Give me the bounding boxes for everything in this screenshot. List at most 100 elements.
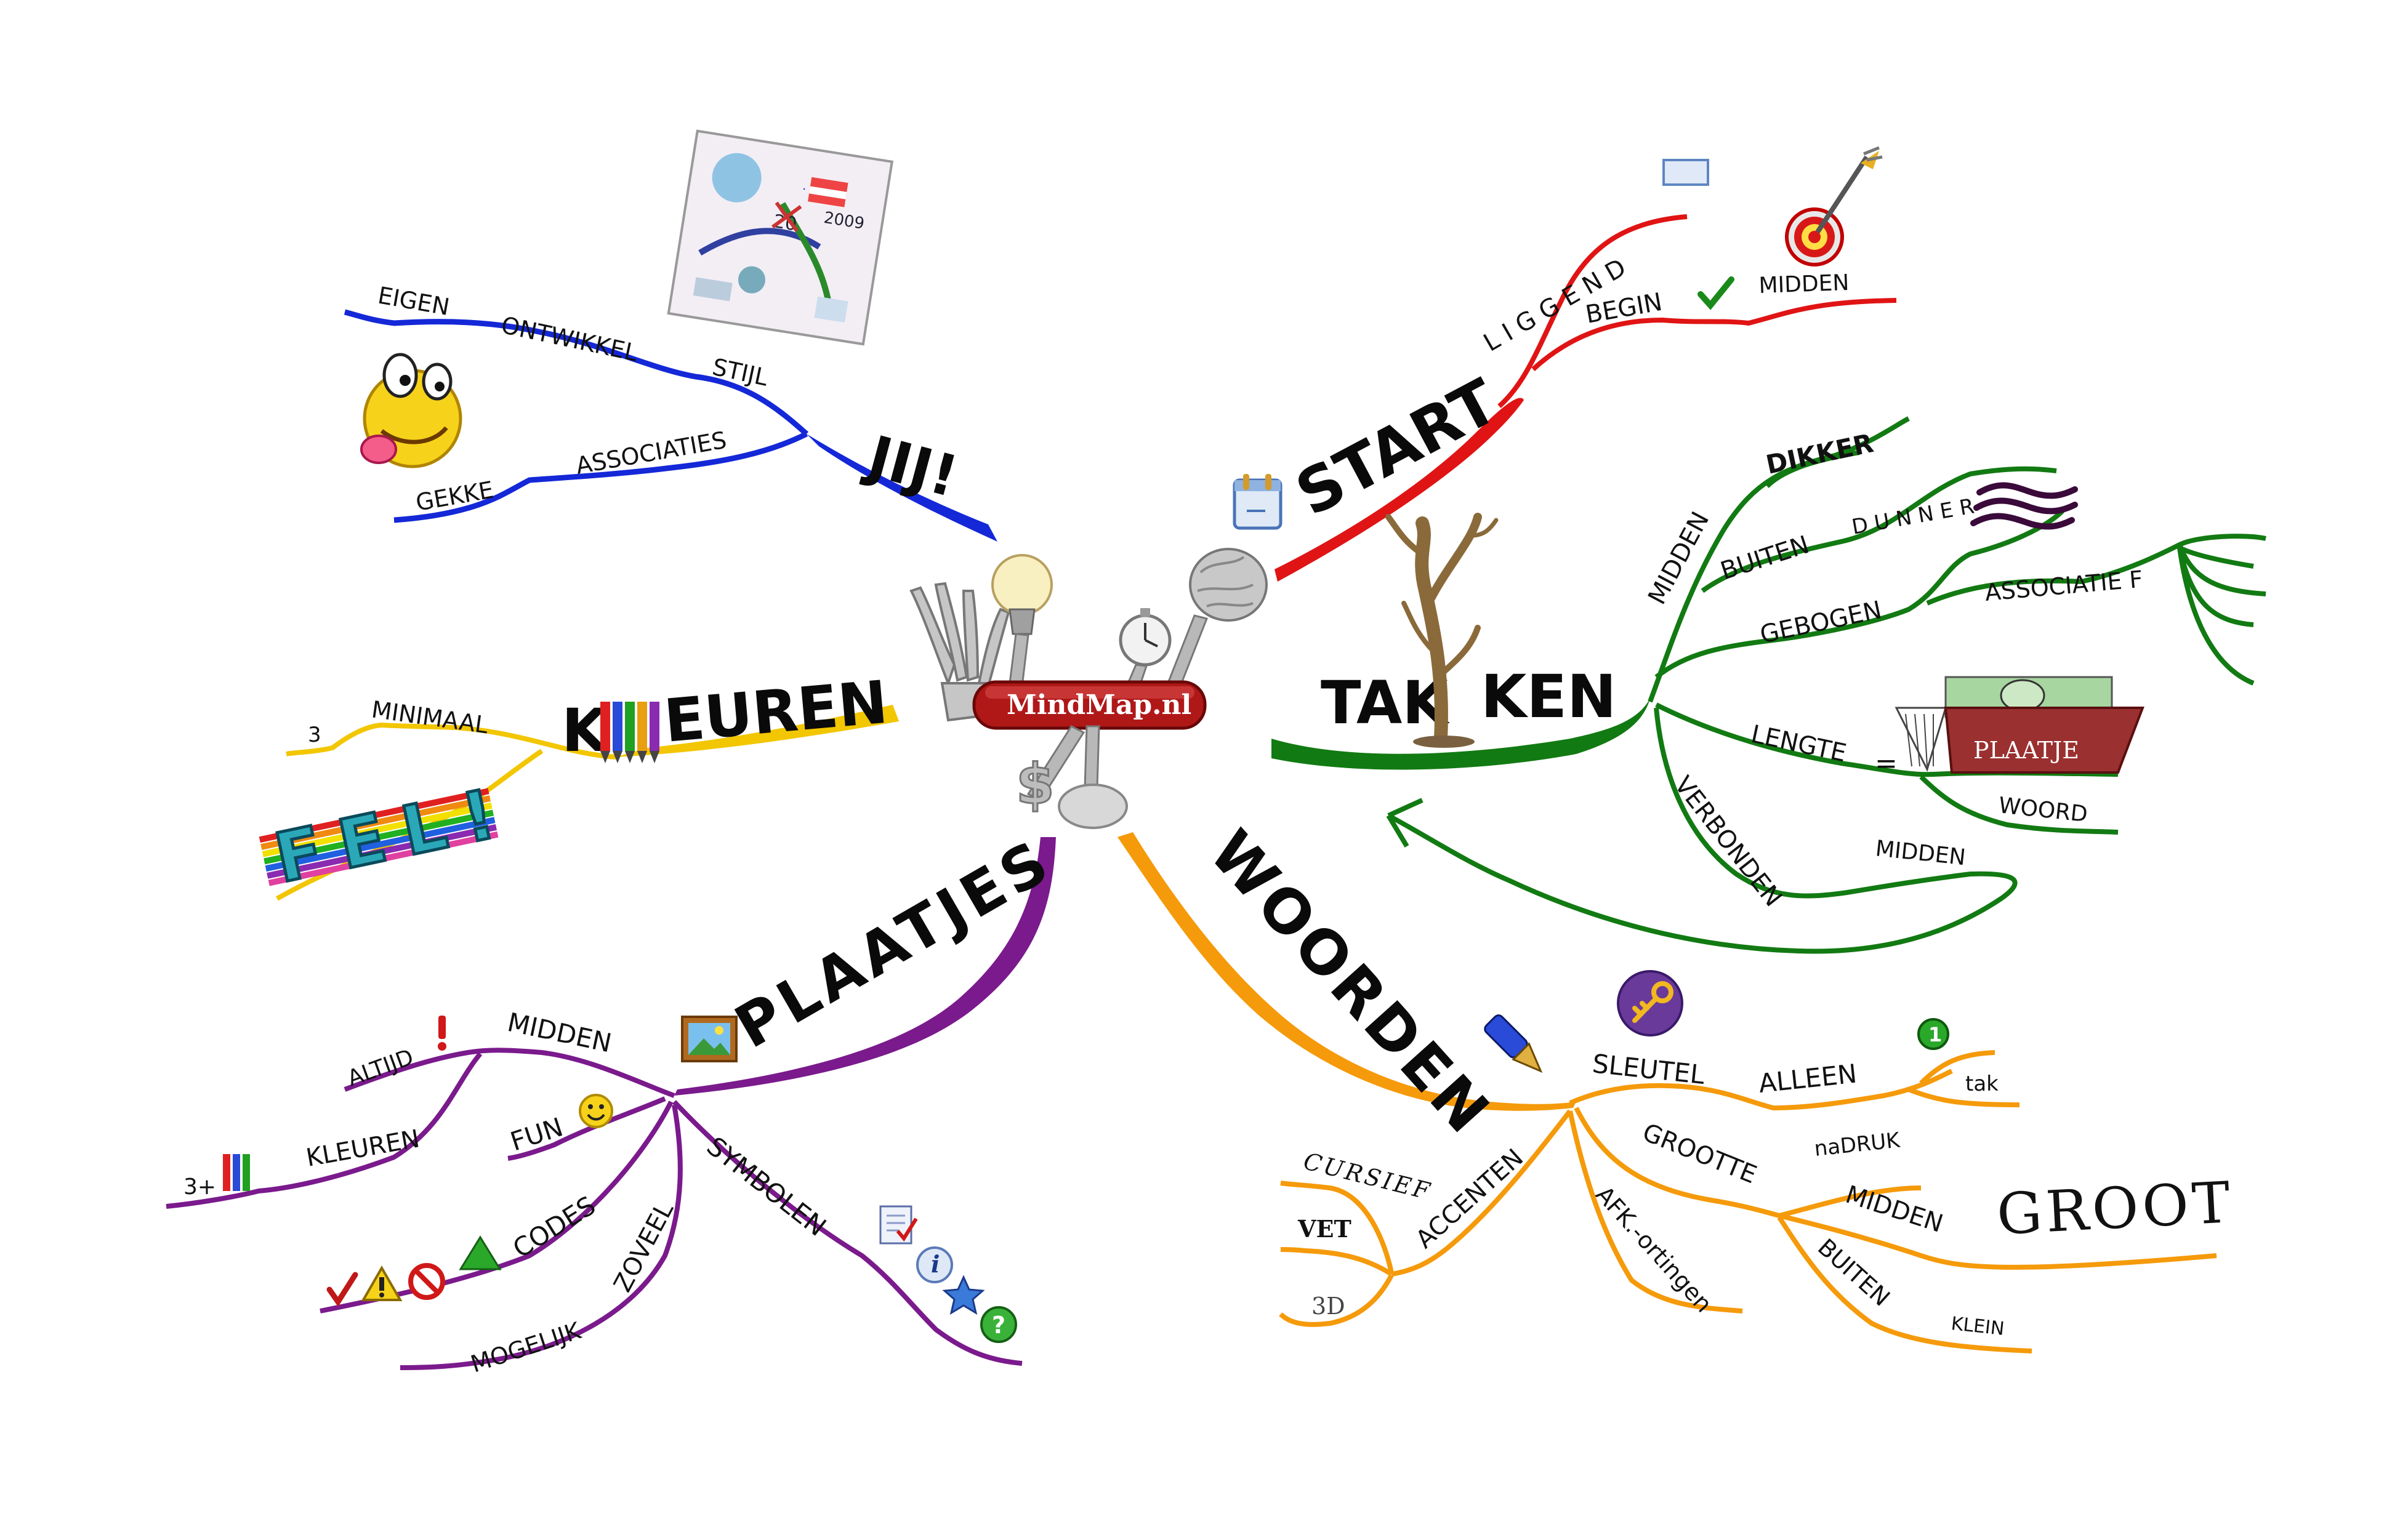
takken-equals: = (1875, 748, 1898, 779)
woorden-sleutel-line (1569, 1069, 1953, 1111)
crayons-icon (600, 702, 659, 763)
start-main-branch (1274, 398, 1524, 582)
branch-jij: EIGEN ONTWIKKEL STIJL ASSOCIATIES GEKKE … (344, 129, 997, 542)
woorden-midden-line (1779, 1213, 2217, 1270)
svg-text:i: i (931, 1250, 940, 1278)
takken-assoc-fork4 (2178, 545, 2254, 569)
takken-gebogen: GEBOGEN (1758, 596, 1885, 649)
woorden-accenten-line (1391, 1109, 1572, 1277)
plaatjes-crayons-icon (223, 1154, 250, 1191)
woorden-afk-line (1568, 1110, 1743, 1313)
woorden-threed: 3D (1311, 1293, 1345, 1320)
takken-dikker-line (1765, 450, 1860, 488)
takken-main-branch (1271, 699, 1650, 770)
jij-title: JIJ! (858, 422, 965, 510)
plaatjes-symbolen: SYMBOLEN (701, 1131, 832, 1242)
kleuren-minimaal-line (286, 722, 616, 760)
woorden-klein: KLEIN (1950, 1313, 2005, 1340)
jij-eigen: EIGEN (376, 282, 451, 321)
dart-target-icon (1785, 146, 1883, 267)
woorden-vet: VET (1297, 1215, 1351, 1243)
woorden-grootte: GROOTTE (1638, 1118, 1760, 1190)
branch-plaatjes: MIDDEN ALTIJD KLEUREN 3+ FUN CODES ZOVEE… (166, 826, 1063, 1378)
checkmark-icon (1697, 276, 1734, 310)
takken-assoc-line (1926, 534, 2266, 606)
takken-dunner: D U N N E R (1850, 494, 1976, 540)
plaatjes-symbolen-line (672, 1100, 1023, 1366)
curtain-picture-icon: PLAATJE (1895, 676, 2144, 774)
rectangle-icon (1662, 159, 1709, 186)
takken-buiten-line (1701, 466, 2057, 593)
swiss-knife-icon: $ (909, 548, 1268, 829)
woorden-alleen-tak-line (1907, 1087, 2020, 1107)
center-label: MindMap.nl (1007, 689, 1191, 721)
takken-buiten: BUITEN (1717, 531, 1813, 586)
plaatjes-kleuren-line (166, 1052, 483, 1209)
calendar-icon (1233, 474, 1283, 530)
branch-kleuren: 3 MINIMAAL K EUREN FEL! (259, 668, 899, 901)
takken-verbonden-line (1387, 707, 2018, 954)
woorden-alleen: ALLEEN (1757, 1058, 1858, 1098)
takken-gebogen-line (1654, 509, 2064, 680)
branch-woorden: SLEUTEL ALLEEN tak GROOTTE naDRUK MIDDEN… (1117, 817, 2236, 1354)
svg-text:?: ? (992, 1312, 1005, 1339)
svg-text:1: 1 (1928, 1023, 1942, 1046)
takken-midden2: MIDDEN (1874, 836, 1967, 870)
woorden-vet-line (1280, 1247, 1393, 1277)
start-midden: MIDDEN (1758, 270, 1850, 299)
number-one-icon: 1 (1917, 1018, 1949, 1050)
fountain-pen-icon (1484, 1014, 1543, 1073)
jij-main-branch (807, 434, 997, 542)
svg-text:$: $ (1016, 752, 1055, 817)
bare-tree-icon (1385, 513, 1499, 748)
jij-stijl-line (344, 309, 809, 436)
exclamation-icon (438, 1016, 446, 1051)
start-begin-line (1531, 298, 1897, 371)
kleuren-minimaal: MINIMAAL (370, 696, 490, 739)
picture-frame-icon (681, 1016, 738, 1062)
plaatjes-midden-line (344, 1048, 675, 1098)
plaatjes-mogelijk: MOGELIJK (467, 1317, 584, 1378)
takken-woord-line (1919, 775, 2119, 835)
takken-lengte: LENGTE (1749, 720, 1849, 768)
takken-title-right: KEN (1481, 662, 1616, 731)
woorden-groot: GROOT (1995, 1169, 2236, 1248)
kleuren-main-branch (616, 705, 899, 757)
checkmark-icon (326, 1272, 358, 1307)
woorden-afkortingen: AFK.-ortingen (1590, 1181, 1717, 1318)
info-icon: i (916, 1246, 953, 1283)
kleuren-fel: FEL! (268, 771, 520, 897)
plaatjes-altijd: ALTIJD (344, 1045, 417, 1091)
key-icon (1617, 970, 1683, 1037)
takken-midden-line (1648, 416, 1910, 703)
jij-assoc-line (393, 431, 808, 523)
takken-title-left: TAK (1321, 668, 1450, 737)
woorden-grootte-line (1574, 1107, 1922, 1219)
takken-arrow-head (1386, 798, 1423, 848)
kleuren-three: 3 (308, 723, 321, 747)
branch-takken: MIDDEN DIKKER BUITEN D U N N E R GEBOGEN… (1271, 416, 2266, 954)
yellow-smiley-tongue-icon (360, 353, 462, 468)
woorden-alleen-up-line (1919, 1050, 1995, 1085)
takken-dikker: DIKKER (1763, 428, 1876, 480)
plaatjes-codes: CODES (507, 1190, 600, 1264)
plaatjes-fun: FUN (507, 1112, 566, 1157)
takken-assoc-fork1 (2177, 543, 2266, 596)
takken-verbonden: VERBONDEN (1669, 771, 1787, 912)
smiley-icon (579, 1094, 613, 1128)
jij-ontwikkel: ONTWIKKEL (499, 311, 640, 367)
no-entry-icon (408, 1263, 445, 1300)
branch-start: L I G G E N D BEGIN MIDDEN START (1233, 146, 1897, 582)
warning-icon (361, 1265, 403, 1301)
plaatjes-threeplus: 3+ (183, 1174, 216, 1200)
fel-rainbow-blocks: FEL! (259, 769, 521, 899)
center-node[interactable]: $ MindMap.nl (909, 548, 1268, 829)
woorden-cursief: CURSIEF (1301, 1147, 1435, 1205)
woorden-nadruk: naDRUK (1813, 1128, 1902, 1161)
kleuren-title-right: EUREN (661, 668, 890, 756)
woorden-buiten-line (1777, 1216, 2032, 1354)
plaatjes-fun-line (507, 1096, 666, 1161)
wavy-lines-icon (1970, 482, 2078, 530)
takken-assoc-fork3 (2177, 547, 2255, 686)
